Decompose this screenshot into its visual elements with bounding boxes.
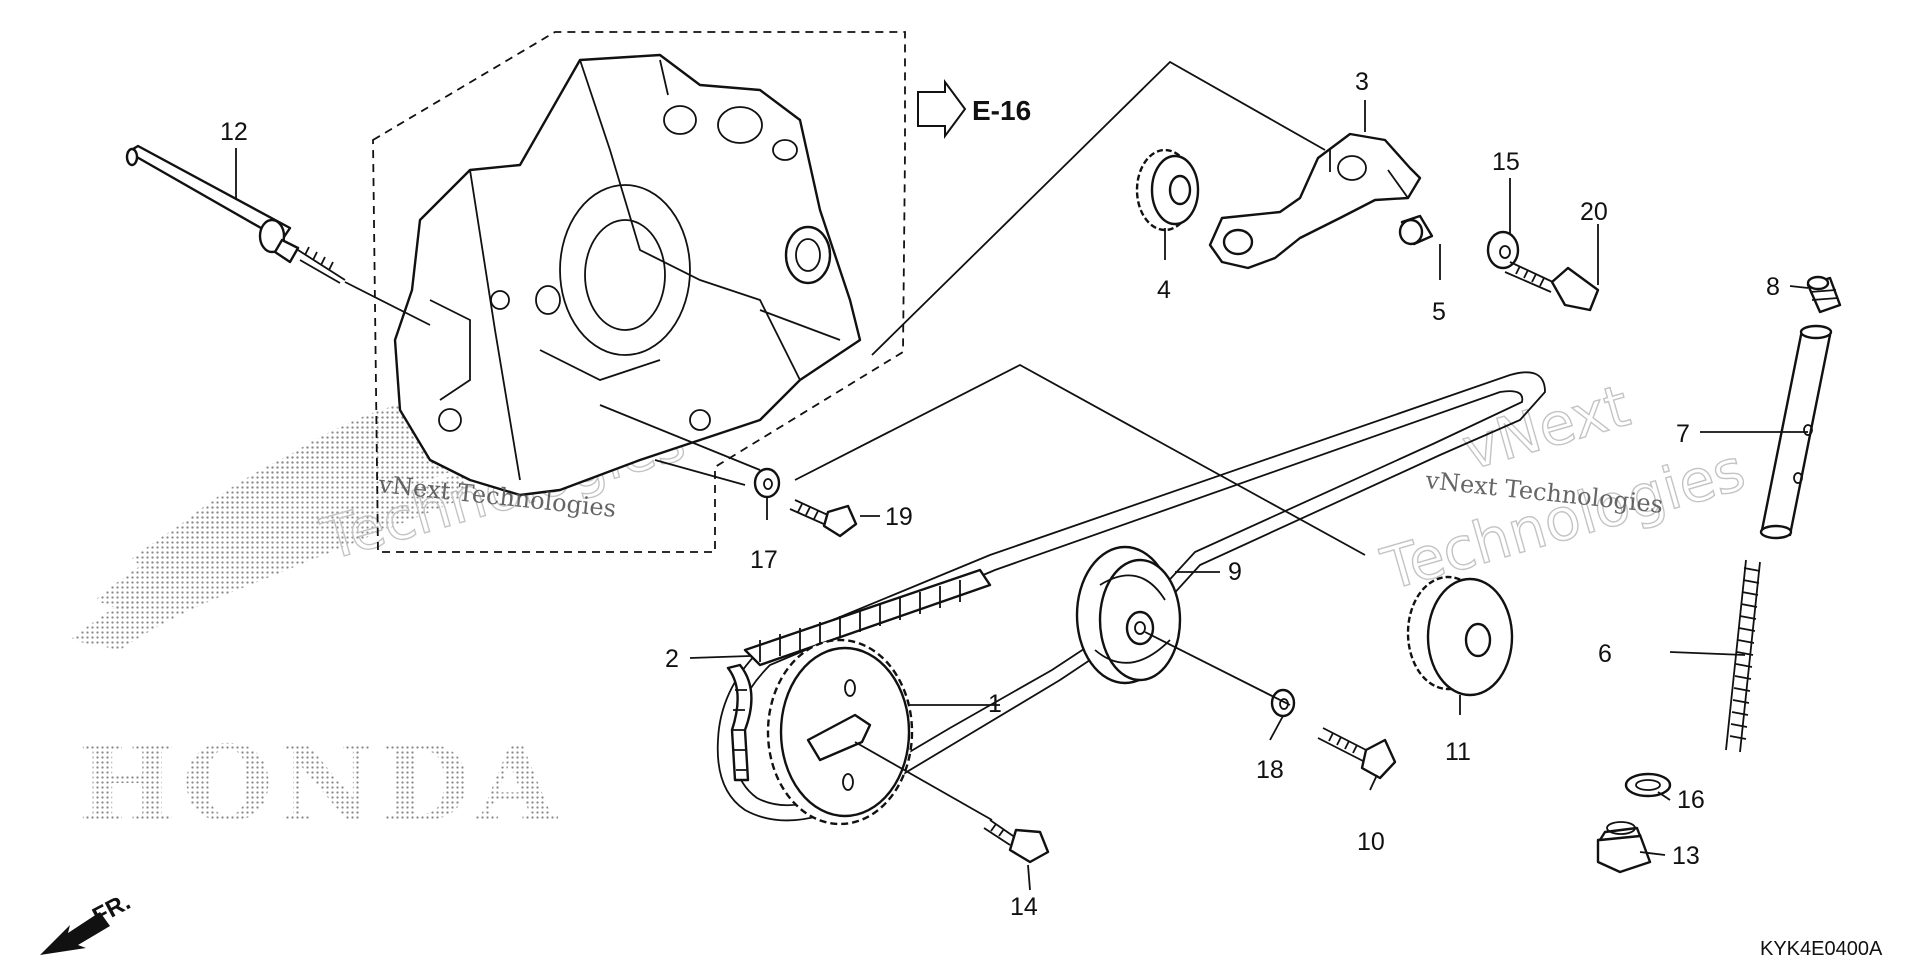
callout-14: 14 xyxy=(1010,893,1038,921)
reference-arrow-icon xyxy=(917,78,967,140)
honda-wordmark: HONDA xyxy=(78,722,563,845)
part-20-bolt xyxy=(1504,261,1600,312)
callout-8: 8 xyxy=(1766,273,1780,301)
cam-chain-links xyxy=(726,568,992,782)
watermark-outline-right-2: vNext xyxy=(1455,371,1637,483)
part-10-bolt xyxy=(1317,727,1397,780)
part-3-tensioner-arm xyxy=(1208,132,1422,270)
callout-19: 19 xyxy=(885,503,913,531)
callout-10: 10 xyxy=(1357,828,1385,856)
part-4-sprocket xyxy=(1135,148,1200,232)
diagram-code: KYK4E0400A xyxy=(1760,938,1883,960)
callout-12: 12 xyxy=(220,118,248,146)
callout-18: 18 xyxy=(1256,756,1284,784)
callout-2: 2 xyxy=(665,645,679,673)
front-direction-indicator: FR. xyxy=(40,888,135,955)
callout-9: 9 xyxy=(1228,558,1242,586)
callout-3: 3 xyxy=(1355,68,1369,96)
callout-15: 15 xyxy=(1492,148,1520,176)
callout-7: 7 xyxy=(1676,420,1690,448)
callout-5: 5 xyxy=(1432,298,1446,326)
crankcase-group-outline xyxy=(372,31,906,553)
reference-label: E-16 xyxy=(972,95,1031,126)
watermark-outline-right: Technologies xyxy=(1374,435,1752,603)
callouts: 12 3 4 5 15 20 8 7 6 16 13 9 18 10 11 2 … xyxy=(220,68,1780,921)
front-arrow-icon xyxy=(40,912,110,955)
callout-17: 17 xyxy=(750,546,778,574)
callout-13: 13 xyxy=(1672,842,1700,870)
part-6-spring xyxy=(1725,559,1761,753)
part-5-collar xyxy=(1398,214,1434,246)
part-19-bolt xyxy=(789,499,858,538)
callout-4: 4 xyxy=(1157,276,1171,304)
callout-16: 16 xyxy=(1677,786,1705,814)
callout-11: 11 xyxy=(1445,738,1471,766)
honda-wing-logo xyxy=(70,385,480,650)
part-12-stud-bolt xyxy=(125,144,346,284)
part-11-guide-sprocket xyxy=(1406,575,1514,697)
leader-lines xyxy=(235,60,1809,891)
part-1-cam-sprocket xyxy=(766,638,914,826)
crankcase xyxy=(393,53,862,497)
callout-6: 6 xyxy=(1598,640,1612,668)
part-17-washer xyxy=(753,467,781,499)
part-14-bolt xyxy=(983,819,1050,864)
part-16-washer xyxy=(1624,772,1672,798)
part-13-plug-bolt xyxy=(1596,821,1652,874)
part-15-washer xyxy=(1486,230,1520,270)
part-8-cap xyxy=(1806,275,1842,314)
part-9-guide-roller xyxy=(1075,545,1182,685)
callout-20: 20 xyxy=(1580,198,1608,226)
callout-1: 1 xyxy=(988,690,1002,718)
part-18-washer xyxy=(1270,688,1296,718)
